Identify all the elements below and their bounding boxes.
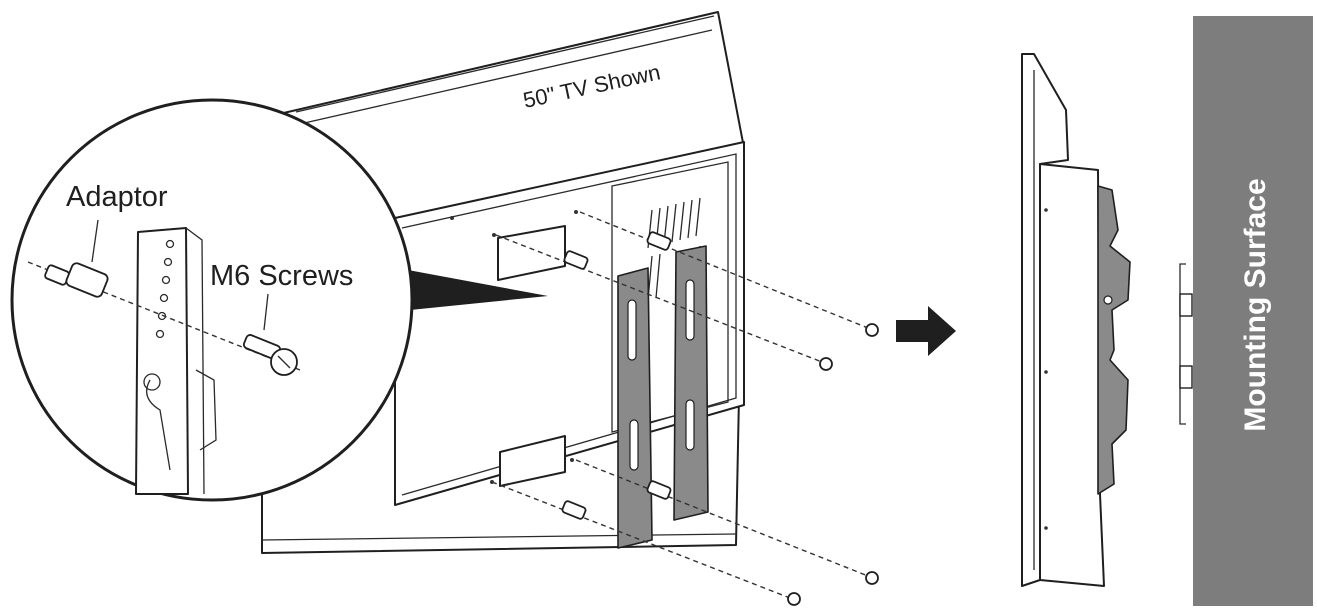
adaptor-label: Adaptor xyxy=(66,181,168,213)
wall-panel xyxy=(1193,16,1313,606)
tv-adaptors xyxy=(561,231,672,520)
tv-recess-lower xyxy=(499,435,566,487)
detail-callout: Adaptor M6 Screws xyxy=(10,98,548,502)
tv-recess-upper xyxy=(497,225,566,281)
screw-icon xyxy=(865,323,879,337)
m6-screws-label: M6 Screws xyxy=(210,260,353,292)
adaptor-icon xyxy=(44,262,109,298)
m6-screw-icon xyxy=(242,334,298,376)
m6-screws-loose xyxy=(787,323,879,606)
detail-circle xyxy=(10,98,414,502)
zoom-bracket xyxy=(135,227,189,495)
screw-icon xyxy=(865,571,879,585)
screw-alignment-lines xyxy=(491,211,869,599)
mounting-surface-label: Mounting Surface xyxy=(1239,178,1272,431)
tv-side-body xyxy=(1039,163,1105,587)
screw-icon xyxy=(819,357,833,371)
callout-pointer xyxy=(408,270,548,310)
screw-icon xyxy=(787,592,801,606)
side-bracket xyxy=(1097,185,1131,495)
left-bracket xyxy=(617,267,653,549)
tv-side-view xyxy=(1021,53,1193,587)
arrow-right-icon xyxy=(896,306,956,356)
mounting-surface: Mounting Surface xyxy=(1193,16,1313,606)
mounting-brackets xyxy=(617,245,709,549)
